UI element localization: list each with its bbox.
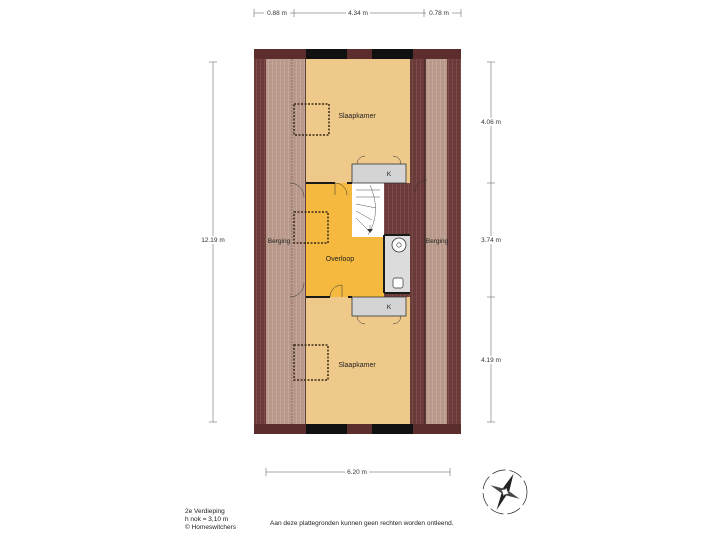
storage-left-area <box>266 59 306 424</box>
top-eave <box>254 49 461 59</box>
dim-top-mid: 4.34 m <box>348 10 368 17</box>
storage-right-area <box>425 59 447 424</box>
stair-arrow-icon <box>367 229 373 233</box>
landing-label: Overloop <box>326 256 355 263</box>
compass-icon <box>482 469 528 515</box>
dim-left-total: 12.19 m <box>201 237 225 244</box>
closet-top <box>351 163 407 184</box>
skylight-top <box>293 103 330 136</box>
dim-bottom: 6.20 m <box>347 469 367 476</box>
closet-bottom <box>351 296 407 317</box>
skylight-bottom <box>293 344 329 381</box>
bottom-eave <box>254 424 461 434</box>
bottom-window-left <box>306 424 347 434</box>
bedroom-top-label: Slaapkamer <box>338 113 376 120</box>
bedroom-top <box>306 59 410 183</box>
top-window-right <box>372 49 413 59</box>
bedroom-bottom <box>306 297 410 424</box>
floor-name: 2e Verdieping <box>185 508 225 515</box>
dim-top-right: 0.78 m <box>429 10 449 17</box>
top-window-left <box>306 49 347 59</box>
storage-right-label: Berging <box>426 238 449 245</box>
closet-bottom-label: K <box>387 304 392 311</box>
bedroom-bottom-label: Slaapkamer <box>338 362 376 369</box>
dim-right-mid: 3.74 m <box>481 237 501 244</box>
dim-right-top: 4.06 m <box>481 119 501 126</box>
dim-top-left: 0.88 m <box>267 10 287 17</box>
skylight-middle <box>293 211 329 244</box>
copyright-text: © Homeswitchers <box>185 524 237 531</box>
shower-icon <box>391 237 407 253</box>
ridge-height: h nok = 3,10 m <box>185 516 229 523</box>
stairwell <box>352 183 384 237</box>
dim-right-bottom: 4.19 m <box>481 357 501 364</box>
bottom-window-right <box>372 424 413 434</box>
disclaimer-text: Aan deze plattegronden kunnen geen recht… <box>270 520 454 527</box>
storage-left-label: Berging <box>268 238 291 245</box>
toilet-icon <box>392 277 404 289</box>
closet-top-label: K <box>387 171 392 178</box>
